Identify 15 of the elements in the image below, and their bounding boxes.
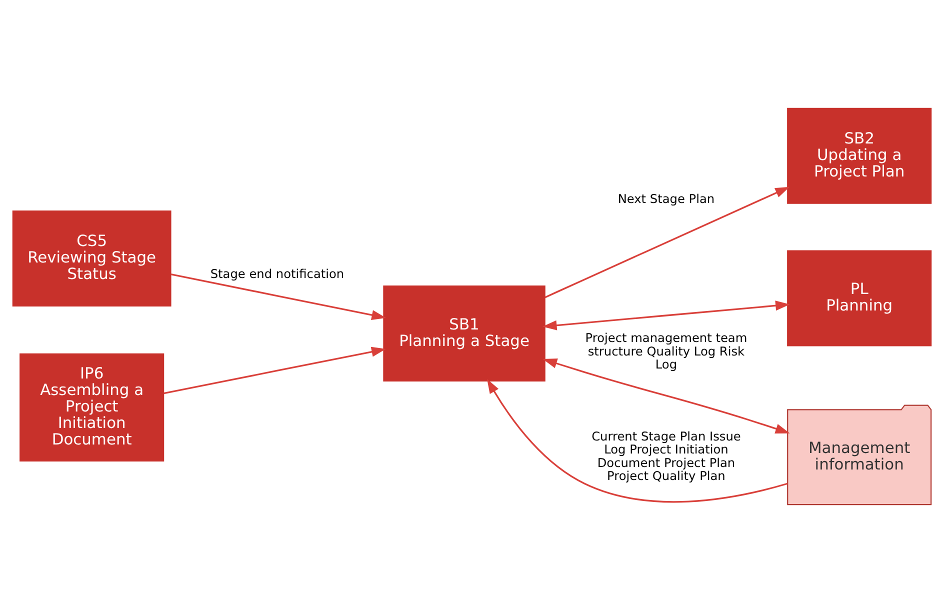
node-box: SB2 Updating a Project Plan <box>787 107 932 204</box>
arrow <box>164 346 386 394</box>
node-box: PL Planning <box>787 250 932 346</box>
edge-label: Stage end notification <box>210 266 344 281</box>
arrow <box>542 358 790 434</box>
edge-label: Next Stage Plan <box>618 192 715 206</box>
arrow <box>544 186 790 298</box>
node-box: IP6 Assembling a Project Initiation Document <box>20 352 164 462</box>
arrow <box>542 300 790 330</box>
arrow <box>487 378 788 502</box>
node-box: SB1 Planning a Stage <box>383 285 546 382</box>
node-box: CS5 Reviewing Stage Status <box>12 210 172 306</box>
arrow <box>170 273 386 320</box>
edge-label: Project management team structure Quality Log Risk Log <box>585 330 748 372</box>
edge-label: Current Stage Plan Issue Log Project Initiation Document Project Plan Project Quality Plan <box>592 428 741 483</box>
